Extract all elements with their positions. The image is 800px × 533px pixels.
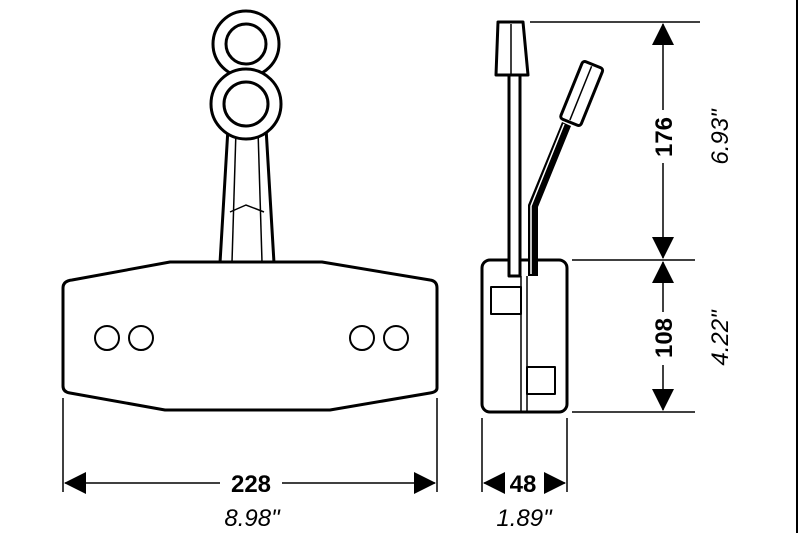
lever-height-in: 6.93": [707, 108, 734, 165]
mounting-hole: [349, 325, 375, 351]
body-height-mm: 108: [651, 318, 678, 358]
depth-in: 1.89": [496, 505, 553, 532]
throttle-knob: [494, 20, 530, 77]
side-view: [480, 20, 605, 414]
body-height-in: 4.22": [707, 309, 734, 366]
mounting-hole: [128, 325, 154, 351]
width-in: 8.98": [224, 505, 281, 532]
handle-stem: [218, 126, 276, 265]
throttle-rod: [507, 72, 522, 278]
stem-chevron: [229, 204, 265, 213]
front-view: [61, 9, 439, 412]
extension-lines: [62, 0, 798, 533]
stem-edge-line: [231, 129, 237, 263]
lever-height-dimension: 176 6.93": [651, 22, 734, 259]
shift-knob-line: [569, 65, 593, 121]
shift-knob: [559, 60, 605, 127]
width-dimension: 228 8.98": [64, 471, 436, 532]
depth-dimension: 48 1.89": [483, 471, 566, 532]
lever-height-mm: 176: [651, 117, 678, 157]
mounting-plate: [61, 260, 439, 412]
box-lower-block: [526, 366, 556, 395]
width-mm: 228: [231, 471, 271, 498]
mounting-hole: [94, 325, 120, 351]
mounting-hole: [383, 325, 409, 351]
shift-lever-highlight: [530, 123, 565, 274]
body-height-dimension: 108 4.22": [651, 261, 734, 411]
box-upper-block: [490, 286, 522, 315]
shift-knob-group: [559, 60, 605, 127]
stem-edge-line: [257, 129, 263, 263]
handle-lower-ring-inner: [222, 80, 270, 128]
shift-lever: [528, 122, 571, 276]
handle-upper-ring-inner: [224, 22, 268, 66]
depth-mm: 48: [510, 471, 537, 498]
